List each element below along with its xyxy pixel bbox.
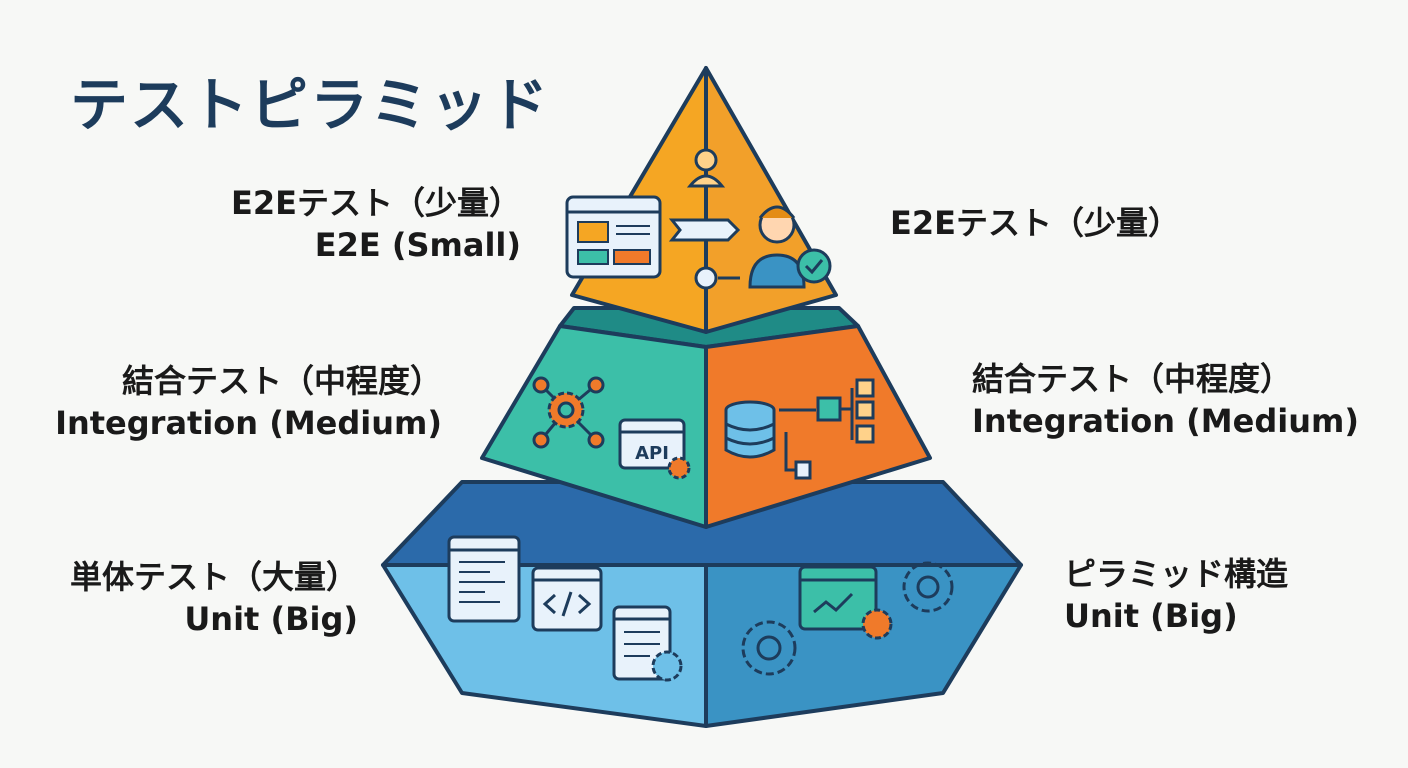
integration-tier-right [704,324,932,529]
integration-label-right-en: Integration (Medium) [972,402,1359,440]
api-label: API [635,443,669,464]
network-gear-icon [532,376,605,449]
integration-label-left-en: Integration (Medium) [55,404,442,442]
code-window-icon [447,535,521,623]
api-window-icon: API [618,418,691,480]
integration-label-right: 結合テスト（中程度） Integration (Medium) [972,358,1359,442]
browser-window-icon [565,195,662,279]
e2e-label-right: E2Eテスト（少量） [890,202,1180,244]
code-tag-icon [531,566,603,632]
unit-label-left-en: Unit (Big) [184,600,358,638]
unit-label-right-jp: ピラミッド構造 [1064,555,1289,593]
unit-label-left: 単体テスト（大量） Unit (Big) [70,556,358,640]
gear-icon [741,561,954,676]
user-check-icon [748,205,832,289]
integration-label-right-jp: 結合テスト（中程度） [972,360,1293,398]
chart-window-icon [798,565,893,640]
unit-label-right-en: Unit (Big) [1064,597,1238,635]
unit-label-left-jp: 単体テスト（大量） [69,558,358,596]
database-icon [724,400,776,459]
e2e-label-left-en: E2E (Small) [314,226,521,264]
page-title: テストピラミッド [70,71,551,139]
e2e-label-left-jp: E2Eテスト（少量） [231,184,521,222]
integration-label-left: 結合テスト（中程度） Integration (Medium) [55,360,442,444]
unit-label-right: ピラミッド構造 Unit (Big) [1064,553,1288,637]
e2e-label-left: E2Eテスト（少量） E2E (Small) [231,182,521,266]
e2e-label-right-jp: E2Eテスト（少量） [890,204,1180,242]
list-window-icon [612,605,683,682]
e2e-tier-right [704,66,838,334]
user-flow-icon [668,148,741,290]
hierarchy-icon [779,378,875,480]
integration-label-left-jp: 結合テスト（中程度） [121,362,442,400]
